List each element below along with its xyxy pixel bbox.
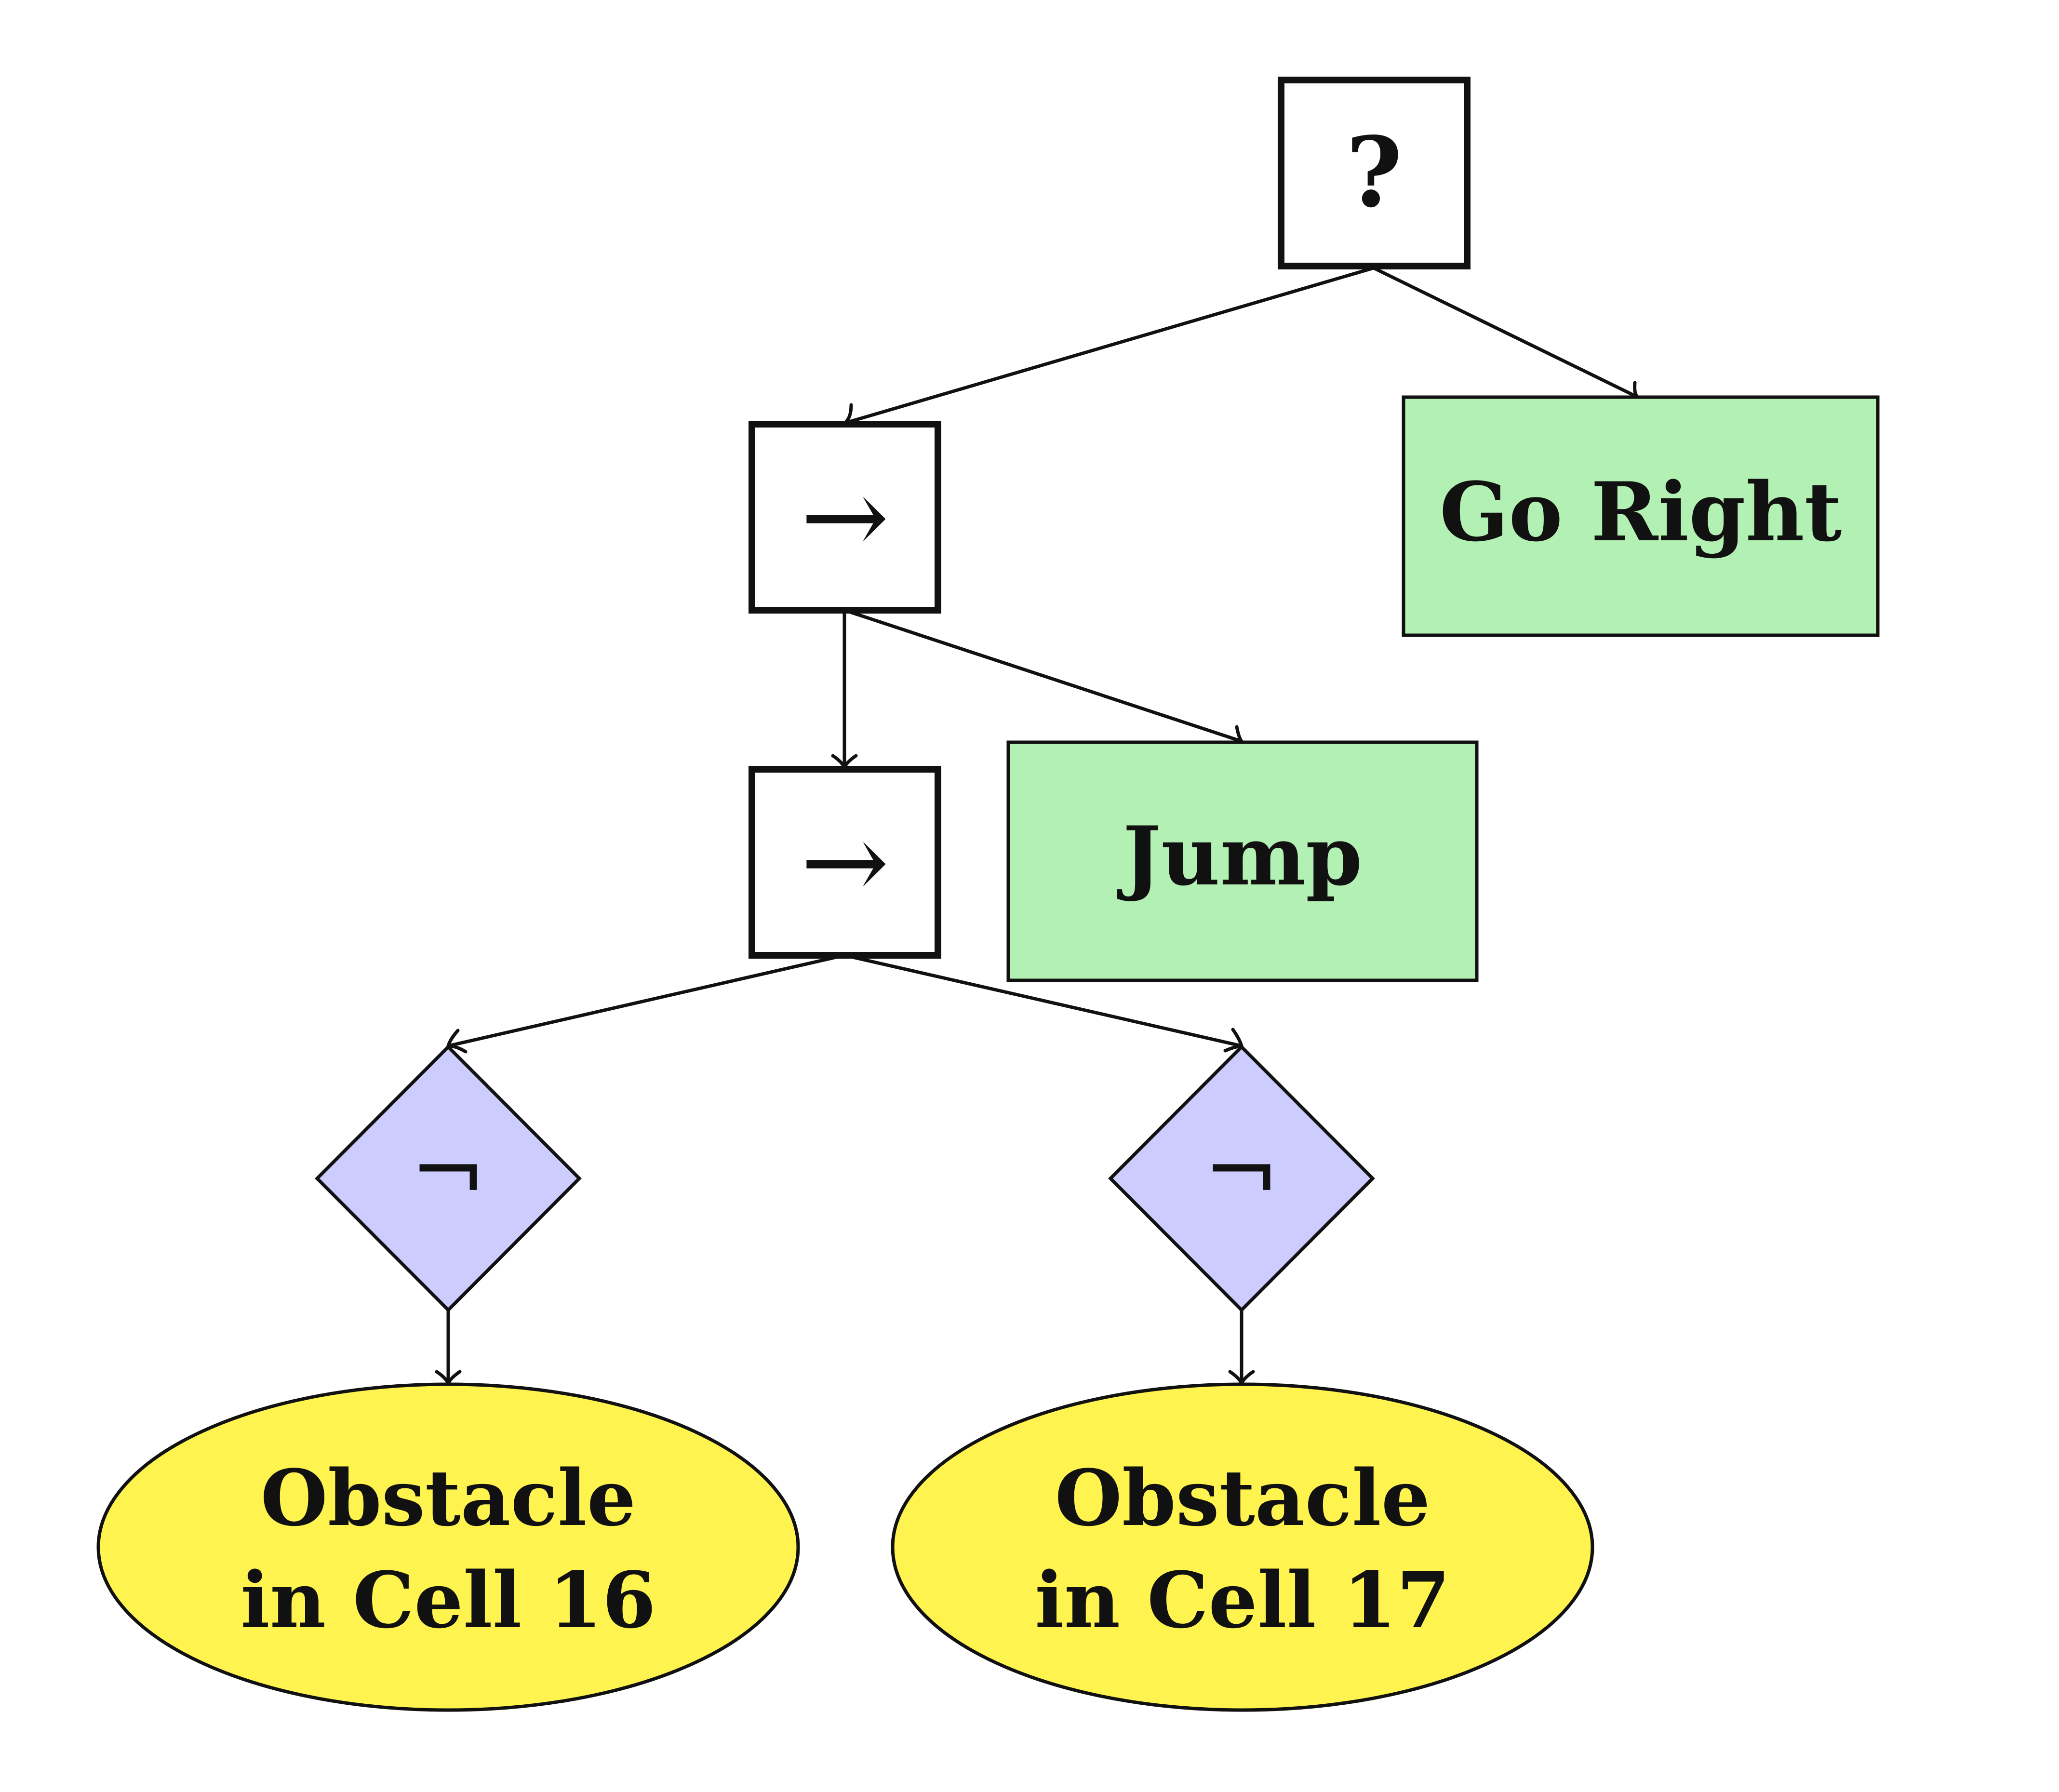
obstacle-16-line2: in Cell 16	[241, 1555, 656, 1645]
edge-sequence-bottom-to-inverter-left	[446, 953, 846, 1048]
jump-action-node: Jump	[1006, 740, 1479, 982]
go-right-action-box	[1402, 395, 1880, 637]
edge-sequence-top-to-jump	[842, 608, 1243, 743]
fallback-symbol: ?	[1346, 116, 1402, 229]
inverter-left-node: ¬	[315, 1044, 582, 1312]
jump-label: Jump	[1117, 808, 1363, 904]
obstacle-17-line1: Obstacle	[1055, 1453, 1431, 1543]
edge-sequence-bottom-to-inverter-right	[842, 953, 1243, 1048]
sequence-bottom-symbol: →	[801, 800, 889, 923]
inverter-right-diamond	[1108, 1044, 1375, 1312]
jump-action-box	[1006, 740, 1479, 982]
go-right-label: Go Right	[1440, 464, 1842, 560]
sequence-top-node-box	[749, 421, 941, 614]
edge-fallback-to-sequence-top	[842, 266, 1376, 425]
obstacle-16-ellipse	[96, 1382, 800, 1712]
inverter-right-node: ¬	[1108, 1044, 1375, 1312]
go-right-action-node: Go Right	[1402, 395, 1880, 637]
inverter-left-symbol: ¬	[410, 1118, 486, 1225]
fallback-node: ?	[1278, 77, 1471, 269]
inverter-right-symbol: ¬	[1203, 1118, 1280, 1225]
sequence-top-node: →	[749, 421, 941, 614]
fallback-node-box	[1278, 77, 1471, 269]
sequence-bottom-node-box	[749, 766, 941, 959]
edges	[446, 266, 1640, 1385]
sequence-bottom-node: →	[749, 766, 941, 959]
obstacle-16-line1: Obstacle	[261, 1453, 636, 1543]
obstacle-17-line2: in Cell 17	[1035, 1555, 1450, 1645]
inverter-left-diamond	[315, 1044, 582, 1312]
obstacle-17-condition-node: Obstacle in Cell 17	[891, 1382, 1594, 1712]
sequence-top-symbol: →	[801, 455, 889, 578]
edge-fallback-to-go-right	[1372, 266, 1640, 399]
obstacle-16-condition-node: Obstacle in Cell 16	[96, 1382, 800, 1712]
obstacle-17-ellipse	[891, 1382, 1594, 1712]
